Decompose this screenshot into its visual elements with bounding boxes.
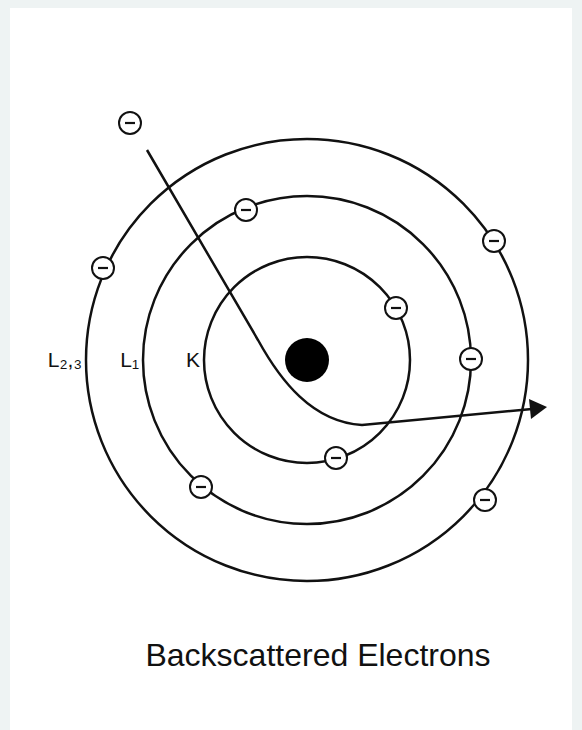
shell-label: K (186, 347, 200, 372)
minus-sign (98, 267, 108, 269)
electron (460, 348, 482, 370)
electron (325, 447, 347, 469)
electron (92, 257, 114, 279)
shell-label: L₂,₃ (48, 347, 82, 372)
electron (483, 230, 505, 252)
electron-path (147, 150, 532, 425)
minus-sign (391, 307, 401, 309)
shell-middle (143, 196, 471, 524)
arrow-head (529, 399, 547, 419)
electron (385, 297, 407, 319)
minus-sign (196, 486, 206, 488)
shell-label: L₁ (120, 347, 139, 372)
electrons (92, 112, 505, 511)
minus-sign (241, 209, 251, 211)
minus-sign (489, 240, 499, 242)
minus-sign (480, 499, 490, 501)
electron (190, 476, 212, 498)
minus-sign (466, 358, 476, 360)
electron (235, 199, 257, 221)
electron (119, 112, 141, 134)
shell-inner (204, 257, 410, 463)
electron (474, 489, 496, 511)
minus-sign (125, 122, 135, 124)
minus-sign (331, 457, 341, 459)
nucleus (285, 338, 329, 382)
caption: Backscattered Electrons (145, 636, 490, 674)
shell-outer (86, 139, 528, 581)
